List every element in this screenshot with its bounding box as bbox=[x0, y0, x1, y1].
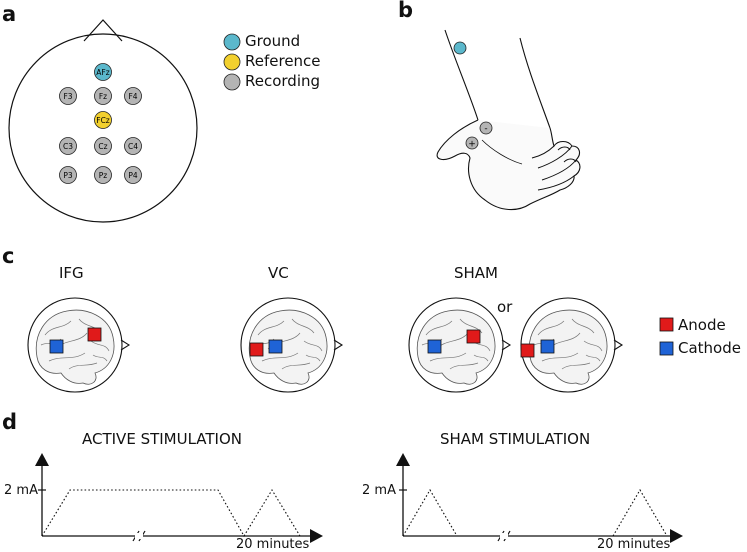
panel-letter-b: b bbox=[398, 0, 414, 22]
electrode-p3: P3 bbox=[59, 166, 77, 184]
electrode-p3-label: P3 bbox=[63, 171, 73, 180]
electrode-fcz: FCz bbox=[94, 111, 112, 129]
head-outline bbox=[8, 33, 198, 223]
electrode-p4: P4 bbox=[124, 166, 142, 184]
montage-ifg-cathode bbox=[49, 339, 64, 354]
forearm-outline bbox=[444, 29, 479, 121]
electrode-c4: C4 bbox=[124, 137, 142, 155]
legend-ground-label: Ground bbox=[245, 32, 301, 50]
electrode-fz-label: Fz bbox=[99, 92, 107, 101]
panel-letter-c: c bbox=[2, 244, 15, 268]
electrode-p4-label: P4 bbox=[128, 171, 138, 180]
legend-reference-label: Reference bbox=[245, 52, 321, 70]
electrode-f3: F3 bbox=[59, 87, 77, 105]
panel-letter-d: d bbox=[2, 410, 18, 434]
electrode-cz: Cz bbox=[94, 137, 112, 155]
electrode-pz-label: Pz bbox=[99, 171, 108, 180]
legend-recording-label: Recording bbox=[245, 72, 321, 90]
montage-sham1-cathode bbox=[427, 339, 442, 354]
montage-sham2-cathode bbox=[540, 339, 555, 354]
electrode-pz: Pz bbox=[94, 166, 112, 184]
montage-vc-cathode bbox=[268, 339, 283, 354]
hand-ground-electrode bbox=[453, 41, 467, 55]
legend-anode-marker bbox=[659, 317, 674, 332]
sham-waveform bbox=[402, 488, 668, 537]
active-axes bbox=[35, 453, 323, 543]
stimulation-plots bbox=[35, 453, 683, 543]
electrode-f4-label: F4 bbox=[128, 92, 137, 101]
montage-diagrams bbox=[27, 297, 674, 393]
sham-xtick-label: 20 minutes bbox=[597, 537, 671, 552]
montage-vc-title: VC bbox=[268, 264, 289, 282]
electrode-c3-label: C3 bbox=[63, 142, 73, 151]
active-xtick-label: 20 minutes bbox=[236, 537, 310, 552]
hand-diagram: - + bbox=[436, 29, 581, 211]
sham-stimulation-title: SHAM STIMULATION bbox=[440, 430, 591, 448]
electrode-c4-label: C4 bbox=[128, 142, 138, 151]
montage-sham-title: SHAM bbox=[454, 264, 499, 282]
montage-vc-anode bbox=[249, 342, 264, 357]
hand-minus-electrode bbox=[479, 121, 493, 135]
electrode-c3: C3 bbox=[59, 137, 77, 155]
nose-outline bbox=[83, 19, 123, 42]
electrode-fz: Fz bbox=[94, 87, 112, 105]
legend-reference-marker bbox=[223, 53, 241, 71]
electrode-afz-label: AFz bbox=[96, 68, 109, 77]
electrode-cz-label: Cz bbox=[98, 142, 107, 151]
hand-plus-label: + bbox=[468, 140, 476, 150]
montage-or-label: or bbox=[497, 298, 513, 316]
electrode-fcz-label: FCz bbox=[96, 116, 110, 125]
montage-sham1-anode bbox=[466, 329, 481, 344]
panel-letter-a: a bbox=[2, 2, 17, 26]
electrode-f3-label: F3 bbox=[63, 92, 72, 101]
active-stimulation-title: ACTIVE STIMULATION bbox=[82, 430, 243, 448]
hand-plus-electrode bbox=[465, 136, 479, 150]
sham-ytick-label: 2 mA bbox=[362, 483, 396, 498]
montage-ifg-anode bbox=[87, 327, 102, 342]
montage-ifg-head bbox=[27, 297, 130, 393]
montage-sham-head-2 bbox=[520, 297, 623, 393]
head-diagram: AFz F3 Fz F4 FCz C3 Cz C4 P3 Pz P4 bbox=[8, 19, 241, 223]
electrode-afz: AFz bbox=[94, 63, 112, 81]
sham-axes bbox=[396, 453, 683, 543]
active-waveform bbox=[41, 488, 301, 538]
legend-recording-marker bbox=[223, 73, 241, 91]
montage-sham2-anode bbox=[520, 343, 535, 358]
montage-ifg-title: IFG bbox=[59, 264, 84, 282]
electrode-f4: F4 bbox=[124, 87, 142, 105]
hand-minus-label: - bbox=[484, 124, 487, 134]
legend-ground-marker bbox=[223, 33, 241, 51]
legend-anode-label: Anode bbox=[678, 316, 726, 334]
active-ytick-label: 2 mA bbox=[4, 483, 38, 498]
hand-outline bbox=[436, 119, 581, 211]
montage-sham-head-1 bbox=[408, 297, 511, 393]
legend-cathode-marker bbox=[659, 341, 674, 356]
legend-cathode-label: Cathode bbox=[678, 339, 741, 357]
